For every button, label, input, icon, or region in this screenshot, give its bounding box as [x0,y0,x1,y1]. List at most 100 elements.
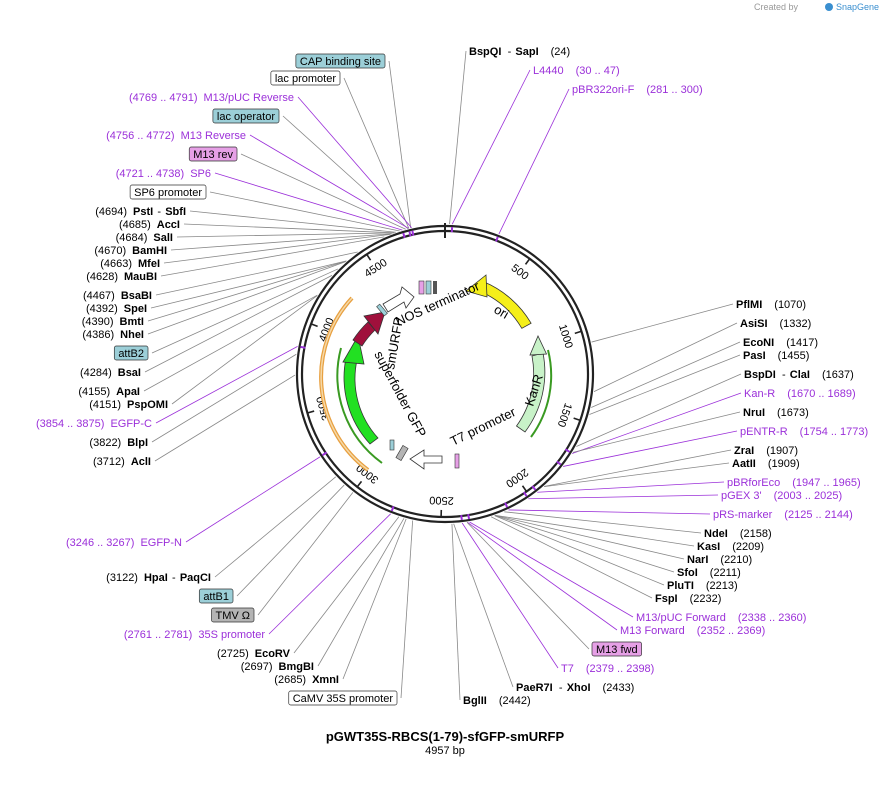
camv-35s-arrow[interactable] [409,449,443,470]
right-label-9[interactable]: NruI(1673) [743,407,809,419]
snapgene-logo-icon [825,3,833,11]
left-label-6[interactable]: SP6(4721 .. 4738) [116,168,211,180]
left-label-30[interactable]: EcoRV(2725) [217,648,291,660]
credit-brand[interactable]: SnapGene [836,2,879,12]
site-position: (2232) [690,593,722,605]
m13-rev-mark [418,280,425,295]
left-label-7[interactable]: SP6 promoter [129,184,207,200]
right-label-3[interactable]: PflMI(1070) [736,299,806,311]
left-label-21[interactable]: PspOMI(4151) [89,399,168,411]
right-label-25[interactable]: T7(2379 .. 2398) [561,663,654,675]
left-label-23[interactable]: BlpI(3822) [89,437,148,449]
left-label-19[interactable]: BsaI(4284) [80,367,141,379]
sp6-mark [433,281,437,294]
right-label-15[interactable]: pRS-marker(2125 .. 2144) [713,509,853,521]
left-label-13[interactable]: MauBI(4628) [86,271,157,283]
leader-line [572,411,741,453]
leader-line [189,210,396,233]
right-label-16[interactable]: NdeI(2158) [704,528,772,540]
box-label-text: CAP binding site [300,56,381,68]
enzyme-name: BspQI [469,46,501,58]
right-label-7[interactable]: BspDI-ClaI(1637) [744,369,854,381]
left-label-17[interactable]: NheI(4386) [82,329,144,341]
right-label-1[interactable]: L4440(30 .. 47) [533,65,620,77]
site-position: (2697) [241,661,273,673]
right-label-17[interactable]: KasI (2209) [697,541,764,553]
right-label-14[interactable]: pGEX 3'(2003 .. 2025) [721,490,842,502]
right-label-21[interactable]: FspI(2232) [655,593,721,605]
label-box [270,70,341,86]
left-label-5[interactable]: M13 rev [188,146,238,162]
right-label-2[interactable]: pBR322ori-F(281 .. 300) [572,84,703,96]
left-label-20[interactable]: ApaI(4155) [78,386,140,398]
right-label-20[interactable]: PluTI(2213) [667,580,738,592]
label-superfolder-gfp: superfolder GFP [371,348,429,439]
left-label-12[interactable]: MfeI(4663) [100,258,160,270]
leader-line [317,518,405,667]
leader-line [508,509,711,515]
enzyme-name: XmnI [312,674,339,686]
right-label-0[interactable]: BspQI-SapI(24) [469,46,570,58]
right-label-13[interactable]: pBRforEco(1947 .. 1965) [727,477,861,489]
right-label-8[interactable]: Kan-R(1670 .. 1689) [744,388,856,400]
enzyme-name: KasI [697,541,720,553]
left-label-32[interactable]: XmnI(2685) [274,674,339,686]
primer-name: pGEX 3' [721,490,762,502]
left-label-33[interactable]: CaMV 35S promoter [288,690,398,706]
leader-line [214,476,337,578]
left-label-10[interactable]: SalI(4684) [116,232,173,244]
left-label-0[interactable]: CAP binding site [295,53,386,69]
site-position: (1909) [768,458,800,470]
nos-terminator-arrow[interactable] [382,286,415,313]
left-label-16[interactable]: BmtI(4390) [82,316,144,328]
right-label-23[interactable]: M13 Forward(2352 .. 2369) [620,625,765,637]
enzyme-separator: - [172,572,176,584]
left-label-22[interactable]: EGFP-C(3854 .. 3875) [36,418,152,430]
right-label-4[interactable]: AsiSI(1332) [740,318,811,330]
kanr-arrow[interactable] [515,352,546,433]
label-box [113,345,149,361]
left-label-24[interactable]: AclI(3712) [93,456,151,468]
left-label-27[interactable]: attB1 [198,588,234,604]
site-position: (2379 .. 2398) [586,663,655,675]
label-ori: ori [492,302,512,322]
right-label-11[interactable]: ZraI(1907) [734,445,798,457]
left-label-18[interactable]: attB2 [113,345,149,361]
orange-cds-arc-inner [320,297,369,471]
left-label-15[interactable]: SpeI(4392) [86,303,147,315]
left-label-1[interactable]: lac promoter [270,70,341,86]
right-label-18[interactable]: NarI(2210) [687,554,752,566]
right-label-26[interactable]: PaeR7I-XhoI(2433) [516,682,634,694]
left-label-25[interactable]: EGFP-N(3246 .. 3267) [66,537,182,549]
left-label-28[interactable]: TMV Ω [211,607,255,623]
site-position: (4628) [86,271,118,283]
superfolder-gfp-arrow[interactable] [343,357,379,445]
right-label-24[interactable]: M13 fwd [591,641,642,657]
right-label-27[interactable]: BglII(2442) [463,695,531,707]
credit-prefix: Created by [754,2,799,12]
site-position: (4386) [82,329,114,341]
left-label-9[interactable]: AccI(4685) [119,219,180,231]
right-label-12[interactable]: AatII (1909) [732,458,800,470]
left-label-8[interactable]: SbfI-PstI(4694) [95,206,186,218]
left-label-4[interactable]: M13 Reverse(4756 .. 4772) [106,130,246,142]
left-label-29[interactable]: 35S promoter(2761 .. 2781) [124,629,265,641]
site-position: (2209) [732,541,764,553]
left-label-3[interactable]: lac operator [212,108,280,124]
leader-line [268,513,391,635]
left-label-26[interactable]: PaqCI-HpaI(3122) [106,572,211,584]
right-label-6[interactable]: PasI(1455) [743,350,809,362]
right-label-22[interactable]: M13/pUC Forward(2338 .. 2360) [636,612,806,624]
left-label-11[interactable]: BamHI(4670) [94,245,167,257]
leader-line [240,153,406,230]
right-label-10[interactable]: pENTR-R(1754 .. 1773) [740,426,868,438]
primer-name: Kan-R [744,388,775,400]
right-label-5[interactable]: EcoNI(1417) [743,337,818,349]
right-label-19[interactable]: SfoI(2211) [677,567,741,579]
site-position: (3246 .. 3267) [66,537,135,549]
left-label-14[interactable]: BsaBI(4467) [83,290,152,302]
backbone-outer [295,224,595,524]
left-label-31[interactable]: BmgBI(2697) [241,661,314,673]
left-label-2[interactable]: M13/pUC Reverse(4769 .. 4791) [129,92,294,104]
enzyme-name: AatII [732,458,756,470]
